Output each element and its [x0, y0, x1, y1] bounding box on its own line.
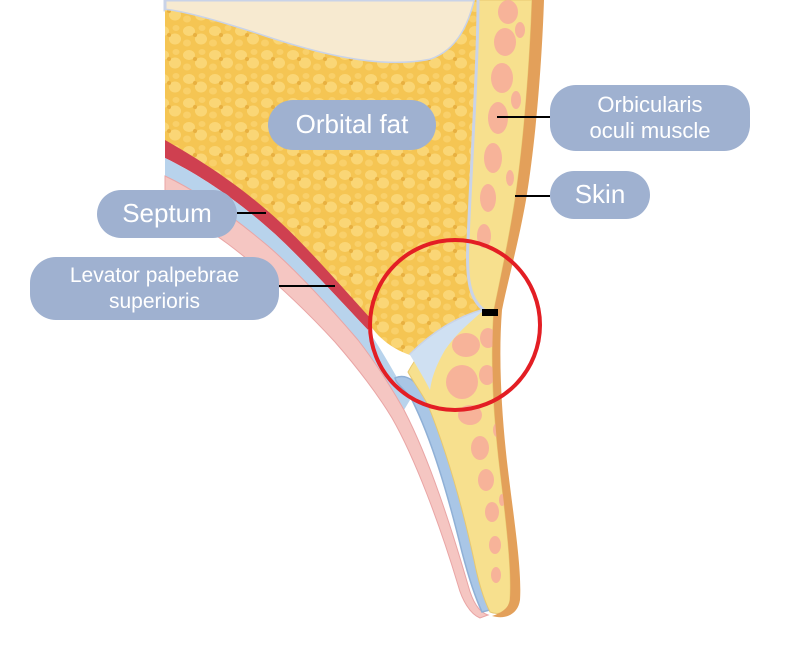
skin-layer — [492, 0, 544, 618]
label-levator-text-2: superioris — [108, 289, 201, 313]
label-skin: Skin — [550, 171, 650, 219]
label-orbital-fat-text: Orbital fat — [295, 109, 409, 140]
label-orbicularis-text-2: oculi muscle — [589, 118, 711, 143]
orbital-fat-region — [165, 0, 484, 355]
highlight-circle — [368, 238, 542, 412]
label-levator-text-1: Levator palpebrae — [69, 264, 240, 288]
label-skin-text: Skin — [574, 179, 626, 210]
label-orbital-fat: Orbital fat — [268, 100, 436, 150]
levator-band — [165, 158, 410, 410]
label-septum-text: Septum — [122, 198, 212, 229]
muscle-fibers — [446, 0, 525, 583]
label-orbicularis-oculi: Orbicularis oculi muscle — [550, 85, 750, 151]
label-orbicularis-text-1: Orbicularis — [597, 91, 703, 117]
crease-marker — [482, 309, 498, 316]
label-levator: Levator palpebrae superioris — [30, 257, 279, 320]
septum-band — [165, 140, 372, 330]
septal-junction — [410, 310, 484, 390]
label-septum: Septum — [97, 190, 237, 238]
